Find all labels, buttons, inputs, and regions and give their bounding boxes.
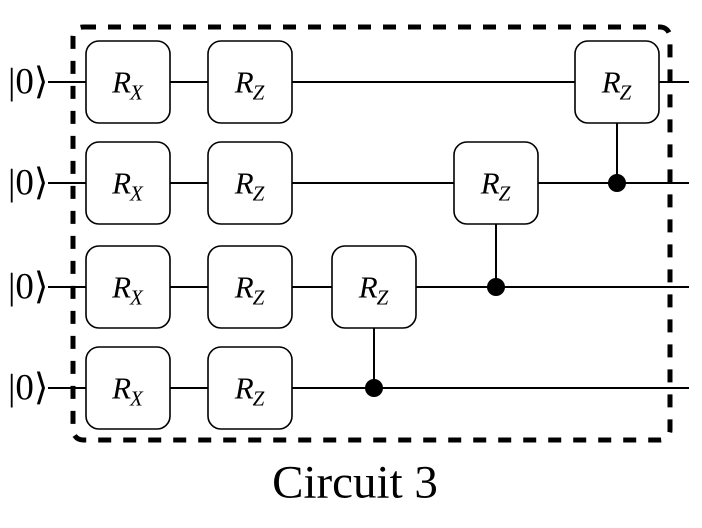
gate-label-g-q3-rz1: RZ: [234, 370, 266, 410]
gate-label-g-q2-crz: RZ: [358, 269, 390, 309]
gate-box-g-q1-rz1[interactable]: [207, 141, 293, 225]
gate-label-g-q1-rx: RX: [112, 165, 144, 205]
gate-symbol: R: [112, 165, 132, 201]
gate-box-g-q0-rz1[interactable]: [207, 40, 293, 124]
gate-box-g-q1-rx[interactable]: [85, 141, 171, 225]
gate-axis-subscript: Z: [252, 386, 265, 411]
gate-axis-subscript: Z: [252, 80, 265, 105]
gate-box-g-q2-rx[interactable]: [85, 245, 171, 329]
gate-box-g-q0-rx[interactable]: [85, 40, 171, 124]
gate-axis-subscript: X: [130, 181, 143, 206]
gate-axis-subscript: Z: [252, 285, 265, 310]
gate-axis-subscript: X: [130, 386, 143, 411]
qubit-wires-group: [48, 81, 689, 389]
gate-symbol: R: [112, 64, 132, 100]
qubit-state-label-2: |0⟩: [8, 266, 49, 308]
gate-axis-subscript: Z: [376, 285, 389, 310]
qubit-state-label-3: |0⟩: [8, 367, 49, 409]
gate-box-g-q2-rz1[interactable]: [207, 245, 293, 329]
qubit-state-label-0: |0⟩: [8, 61, 49, 103]
gate-symbol: R: [112, 370, 132, 406]
gate-symbol: R: [234, 64, 254, 100]
gate-label-g-q0-rx: RX: [112, 64, 144, 104]
gate-box-g-q3-rz1[interactable]: [207, 346, 293, 430]
qubit-state-label-1: |0⟩: [8, 162, 49, 204]
gate-symbol: R: [234, 370, 254, 406]
gate-boxes-group: [85, 40, 660, 430]
gate-axis-subscript: Z: [498, 181, 511, 206]
gate-symbol: R: [112, 269, 132, 305]
gate-label-g-q0-crz: RZ: [601, 64, 633, 104]
figure-caption: Circuit 3: [272, 456, 438, 509]
gate-box-g-q3-rx[interactable]: [85, 346, 171, 430]
ctrl-q2-to-q1-dot[interactable]: [487, 278, 505, 296]
gate-axis-subscript: Z: [619, 80, 632, 105]
control-dots-group: [365, 174, 626, 397]
gate-label-g-q1-rz1: RZ: [234, 165, 266, 205]
ctrl-q3-to-q2-dot[interactable]: [365, 379, 383, 397]
gate-label-g-q2-rx: RX: [112, 269, 144, 309]
gate-axis-subscript: X: [130, 80, 143, 105]
gate-label-g-q0-rz1: RZ: [234, 64, 266, 104]
gate-symbol: R: [480, 165, 500, 201]
gate-symbol: R: [601, 64, 621, 100]
gate-symbol: R: [234, 165, 254, 201]
gate-box-g-q2-crz[interactable]: [331, 245, 417, 329]
gate-axis-subscript: X: [130, 285, 143, 310]
gate-symbol: R: [234, 269, 254, 305]
ctrl-q1-to-q0-dot[interactable]: [608, 174, 626, 192]
gate-symbol: R: [358, 269, 378, 305]
control-lines-group: [373, 82, 618, 388]
gate-label-g-q1-crz: RZ: [480, 165, 512, 205]
gate-label-g-q2-rz1: RZ: [234, 269, 266, 309]
gate-box-g-q1-crz[interactable]: [453, 141, 539, 225]
gate-box-g-q0-crz[interactable]: [574, 40, 660, 124]
gate-axis-subscript: Z: [252, 181, 265, 206]
gate-label-g-q3-rx: RX: [112, 370, 144, 410]
